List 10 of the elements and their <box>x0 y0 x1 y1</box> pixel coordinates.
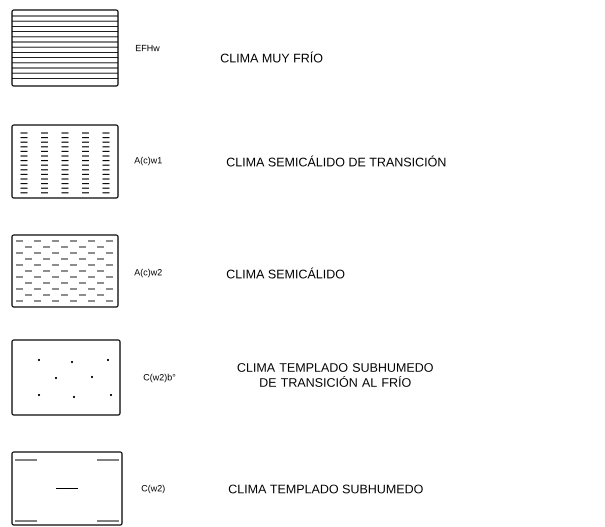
legend-text: CLIMA TEMPLADO SUBHUMEDO DE TRANSICIÓN AL FRÍO <box>238 363 433 387</box>
climate-code: C(w2) <box>142 484 165 494</box>
climate-code: A(c)w1 <box>134 156 162 166</box>
climate-code: EFHw <box>136 44 160 52</box>
climate-code: A(c)w2 <box>134 268 162 278</box>
climate-code: C(w2)b° <box>144 374 176 382</box>
legend-text: CLIMA SEMICÁLIDO DE TRANSICIÓN <box>226 156 446 166</box>
legend-text: CLIMA SEMICÁLIDO <box>226 268 344 278</box>
legend-text: CLIMA TEMPLADO SUBHUMEDO <box>228 484 423 494</box>
legend-text: CLIMA MUY FRÍO <box>220 52 322 62</box>
